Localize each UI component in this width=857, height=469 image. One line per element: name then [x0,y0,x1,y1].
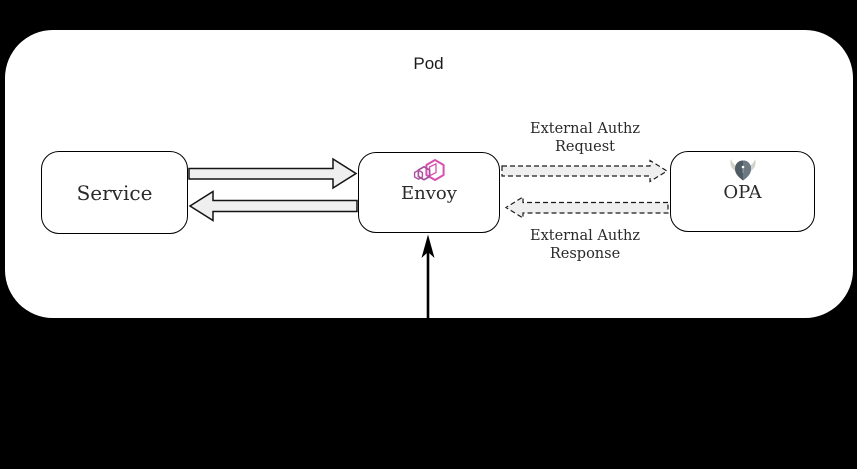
opa-label: OPA [723,182,762,203]
node-opa: OPA [670,151,815,232]
external-authz-response-label: External Authz Response [530,228,640,262]
node-service: Service [41,151,188,234]
envoy-hexagons-icon [413,159,445,181]
pod-title: Pod [413,54,444,73]
service-label: Service [76,180,153,205]
opa-helmet-icon [729,159,756,181]
node-envoy: Envoy [358,152,500,233]
external-authz-request-label: External Authz Request [530,121,640,155]
envoy-label: Envoy [401,183,457,204]
